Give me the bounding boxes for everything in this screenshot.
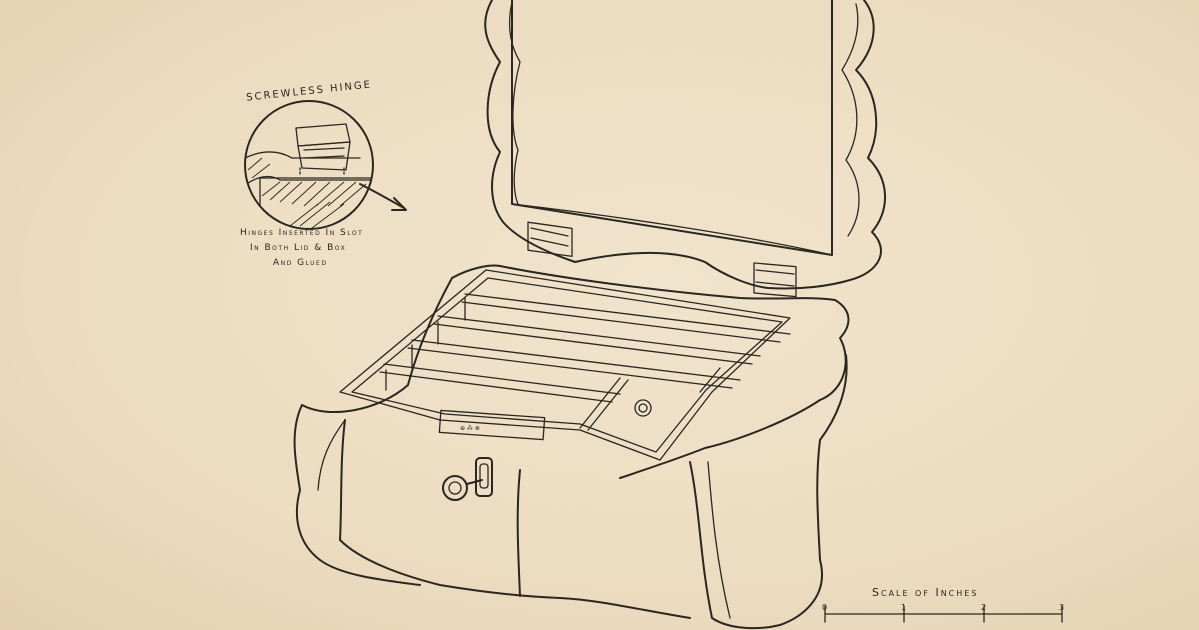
divider-1b: [461, 301, 781, 343]
detail-hinge-leaf-bottom: [297, 141, 351, 171]
divider-4: [383, 363, 621, 395]
hinge-note-line-1: Hinges Inserted In Slot: [240, 228, 364, 238]
lid-panel: [511, 0, 833, 256]
hinge-detail: [244, 100, 407, 230]
lid-outline: [484, 0, 886, 290]
box-right-front: [689, 354, 848, 630]
divider-2b: [433, 323, 753, 365]
tray-knob: [634, 399, 652, 417]
nameplate-mark: ⊕ ⁂ ⊗: [460, 425, 480, 432]
key-bow: [442, 475, 468, 501]
scale-tick-2: 2: [981, 603, 987, 612]
divider-3b: [407, 347, 733, 389]
hinge-note-line-2: In Both Lid & Box: [250, 243, 347, 253]
lid-panel-bottom: [511, 203, 833, 256]
divider-2: [437, 315, 761, 357]
hinge-note-line-3: And Glued: [273, 258, 328, 268]
tray-outer-wall: [339, 269, 791, 461]
detail-arrow: [359, 183, 405, 209]
scale-tick-0: 0: [822, 603, 828, 612]
keyhole-plate: [475, 457, 493, 497]
divider-1: [464, 293, 791, 335]
divider-3: [411, 339, 741, 381]
detail-circle: [244, 100, 374, 230]
key-shank: [466, 479, 483, 485]
lid: [484, 0, 886, 290]
divider-diagonal: [579, 377, 621, 429]
box-left-corner: [317, 419, 346, 491]
scale-tick-1: 1: [901, 603, 907, 612]
divider-4b: [379, 371, 613, 403]
divider-short: [699, 367, 721, 393]
lid-inner-edge-right: [841, 3, 860, 237]
hinge-right: [753, 262, 797, 298]
hinge-left: [527, 221, 573, 258]
tray-inner-wall: [351, 277, 783, 453]
scale-title: Scale of Inches: [872, 586, 979, 599]
scale-tick-3: 3: [1059, 603, 1065, 612]
box-top-rim: [301, 264, 850, 479]
scale-bar: [824, 605, 1063, 623]
box-right-corner: [707, 461, 731, 619]
box-front: [339, 419, 691, 619]
box-left-side: [293, 404, 421, 586]
nameplate: [438, 409, 546, 441]
keyhole: [479, 463, 489, 489]
box-front-bulge: [516, 469, 521, 597]
box-body: ⊕ ⁂ ⊗: [293, 264, 850, 630]
hatching: [247, 157, 367, 229]
divider-diagonal-b: [587, 379, 629, 431]
